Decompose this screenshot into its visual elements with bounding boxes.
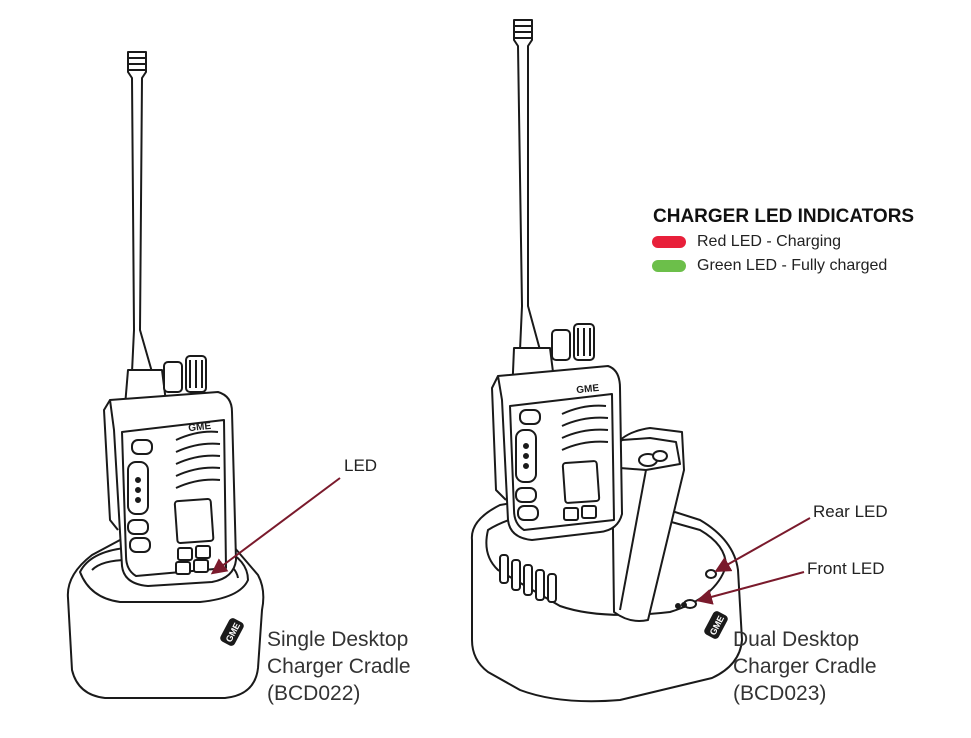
- dual-cradle-brand-badge: GME: [704, 611, 728, 639]
- led-arrow: [210, 477, 341, 575]
- single-cradle-caption-line2: Charger Cradle: [267, 655, 411, 678]
- front-led-arrow: [696, 571, 805, 605]
- dual-cradle-caption: Dual Desktop Charger Cradle (BCD023): [733, 626, 877, 707]
- rear-led-arrow: [714, 517, 811, 572]
- single-cradle-caption: Single Desktop Charger Cradle (BCD022): [267, 626, 411, 707]
- dual-cradle-caption-line2: Charger Cradle: [733, 655, 877, 678]
- red-led-swatch: [652, 236, 686, 248]
- dual-cradle-model: (BCD023): [733, 682, 827, 705]
- spare-battery: [611, 427, 685, 622]
- led-label: LED: [344, 456, 378, 475]
- dual-cradle-vents: [499, 554, 557, 603]
- rear-led-label: Rear LED: [813, 502, 888, 521]
- dual-radio: GME: [491, 19, 623, 541]
- dual-cradle-caption-line1: Dual Desktop: [733, 628, 860, 651]
- legend-label-red: Red LED - Charging: [697, 233, 842, 250]
- single-radio: GME: [103, 51, 237, 587]
- cradle-brand-badge: GME: [220, 618, 244, 646]
- dual-radio-brand-mark: GME: [576, 383, 600, 396]
- front-led-label: Front LED: [807, 559, 885, 578]
- legend-item-green: Green LED - Fully charged: [652, 255, 887, 277]
- green-led-swatch: [652, 260, 686, 272]
- radio-brand-mark: GME: [188, 421, 212, 434]
- legend-title: CHARGER LED INDICATORS: [653, 206, 915, 227]
- legend-item-red: Red LED - Charging: [652, 231, 841, 253]
- single-cradle-caption-line1: Single Desktop: [267, 628, 409, 651]
- rear-led: [705, 569, 717, 579]
- single-cradle-model: (BCD022): [267, 682, 361, 705]
- legend-label-green: Green LED - Fully charged: [697, 257, 888, 274]
